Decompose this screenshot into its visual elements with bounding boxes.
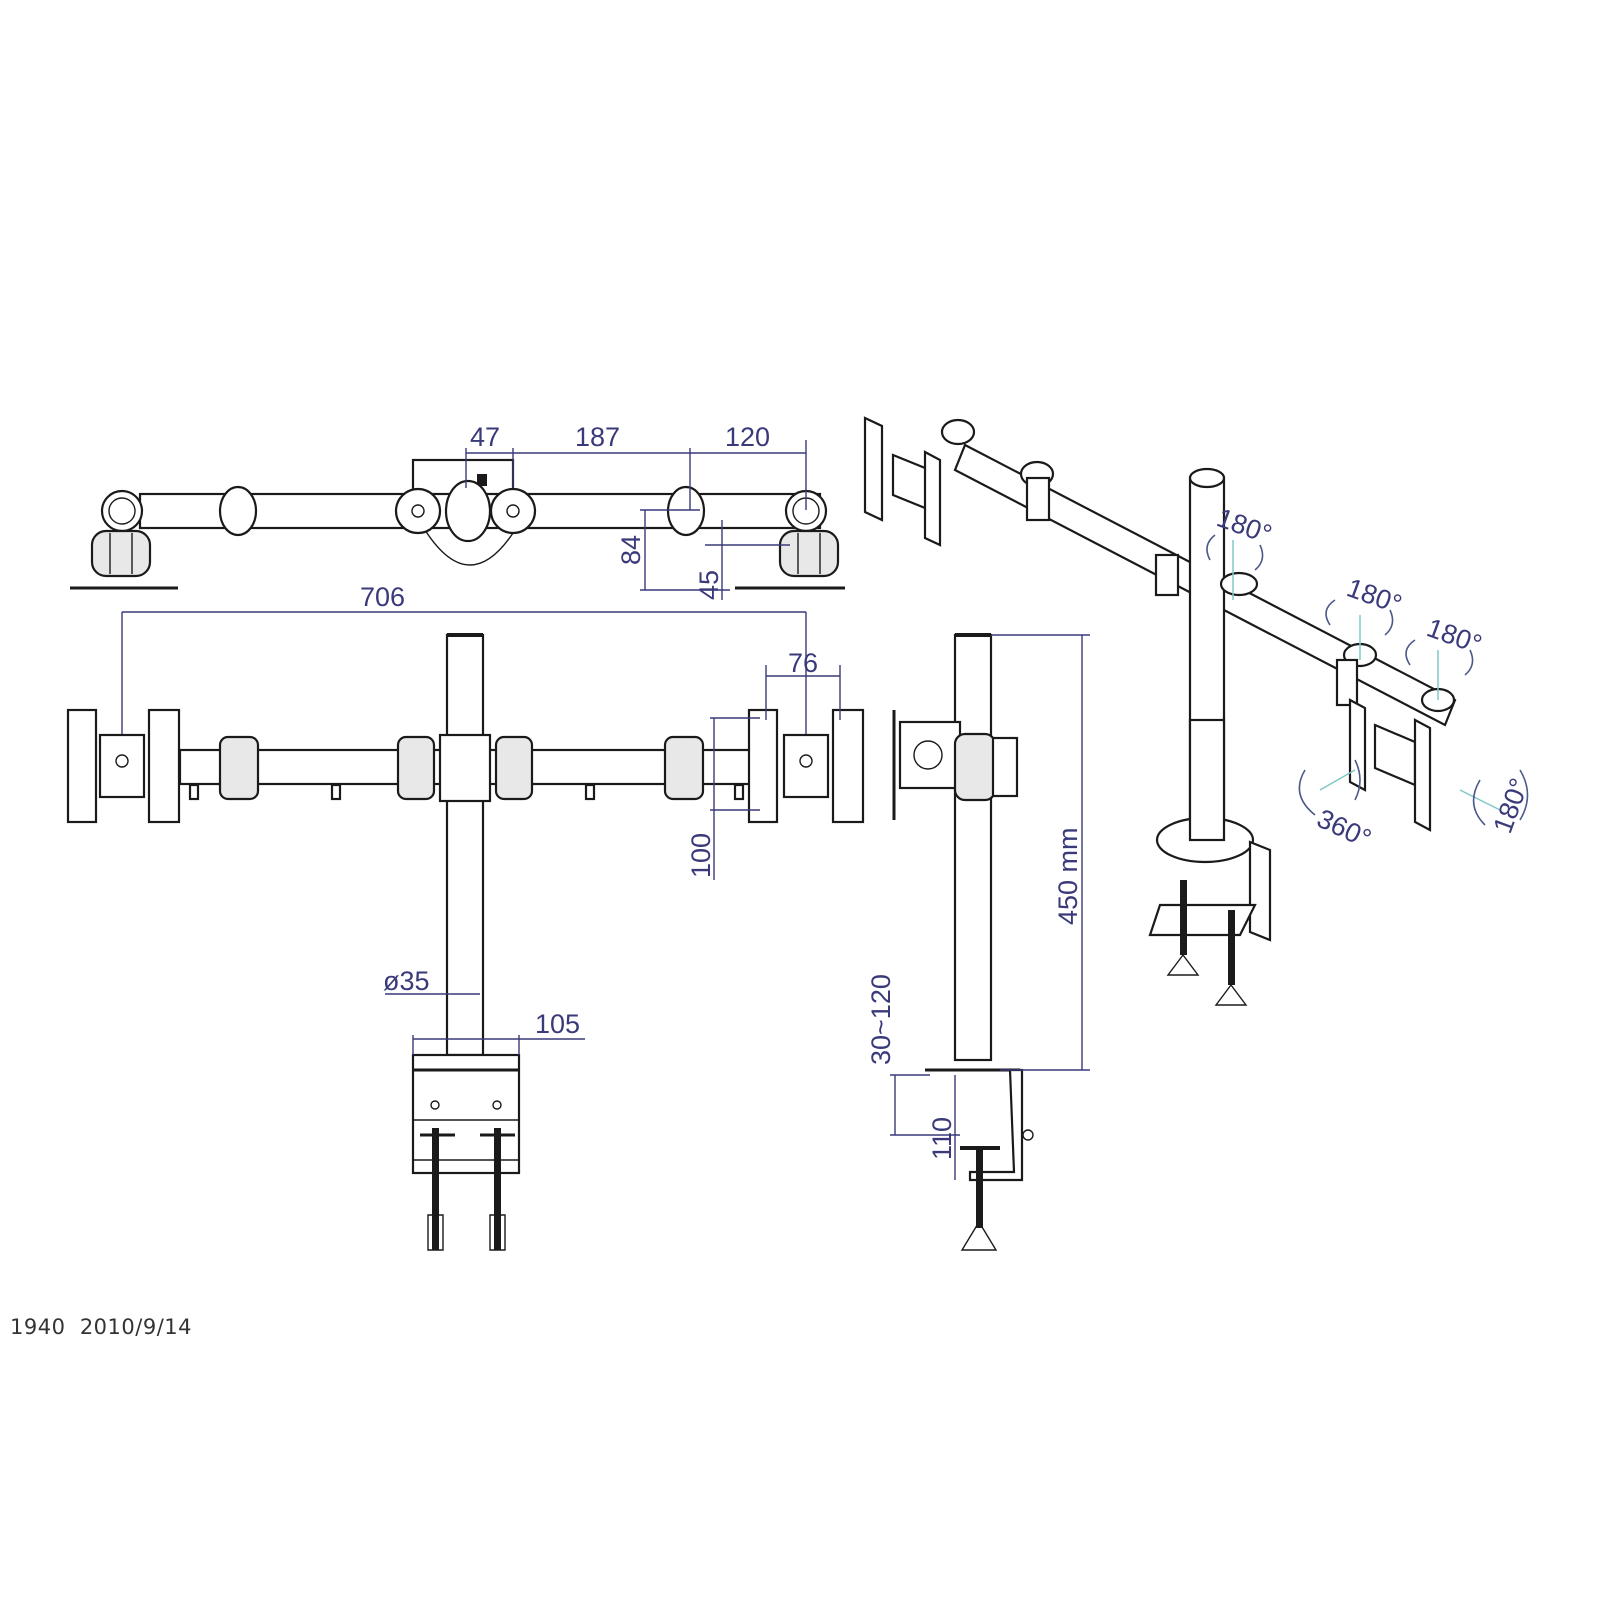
- top-view: 47 187 120 84 45 706: [70, 422, 845, 613]
- rotation-label-5: 180°: [1487, 774, 1534, 837]
- dim-450mm: 450 mm: [1053, 827, 1083, 925]
- dim-120: 120: [725, 422, 770, 452]
- top-dimensions: 47 187 120 84 45 706: [122, 422, 807, 613]
- dim-105: 105: [535, 1009, 580, 1039]
- dim-110: 110: [927, 1117, 957, 1160]
- drawing-date: 2010/9/14: [79, 1315, 192, 1339]
- drawing-code: 1940: [10, 1315, 66, 1339]
- drawing-footer: 1940 2010/9/14: [10, 1315, 192, 1339]
- dim-76: 76: [788, 648, 818, 678]
- dim-706: 706: [360, 582, 405, 612]
- dim-clamp-range: 30~120: [866, 974, 896, 1065]
- dim-100: 100: [686, 833, 716, 878]
- dim-84: 84: [616, 535, 646, 565]
- dim-dia35: ø35: [383, 966, 430, 996]
- dim-45: 45: [694, 570, 724, 600]
- side-view: 450 mm 30~120 110: [866, 633, 1090, 1251]
- rotation-label-3: 180°: [1423, 612, 1486, 659]
- dim-47: 47: [470, 422, 500, 452]
- front-view: 76 100 ø35 105: [66, 612, 865, 1251]
- isometric-view: 180° 180° 180° 360° 180°: [863, 416, 1535, 1006]
- rotation-label-2: 180°: [1343, 572, 1406, 619]
- dim-187: 187: [575, 422, 620, 452]
- rotation-label-4: 360°: [1312, 803, 1375, 854]
